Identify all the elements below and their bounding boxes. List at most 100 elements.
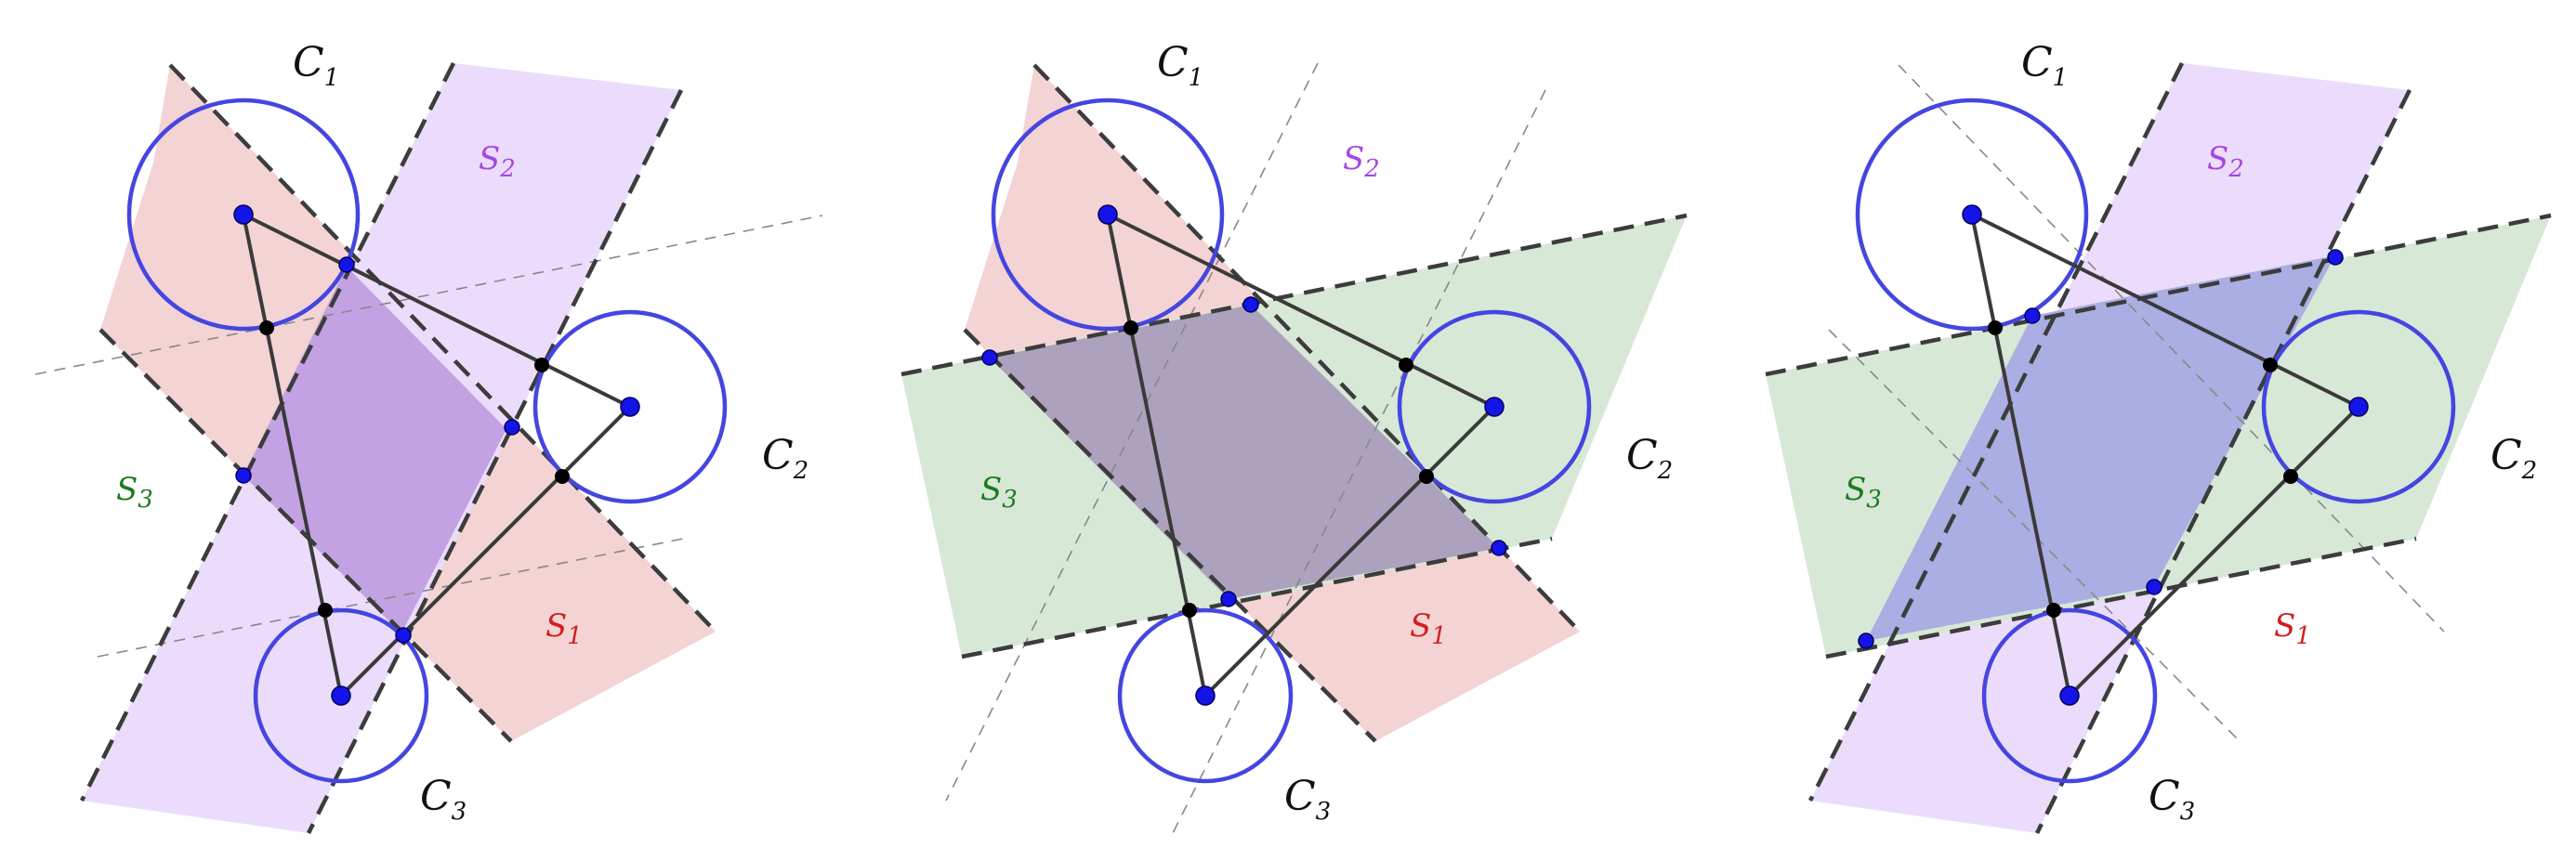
label-s3: S3: [116, 471, 153, 514]
label-c1-main: C: [293, 39, 324, 86]
label-s3: S3: [1845, 471, 1882, 514]
strip-s3-boundary-2: [1825, 536, 2417, 659]
triangle: [1970, 213, 2360, 698]
strip-s2-boundary-1: [306, 88, 684, 835]
label-c3-main: C: [1284, 773, 1316, 820]
label-s3-main: S: [980, 471, 1002, 508]
center-point-c3: [1195, 685, 1216, 706]
blue-point-3: [2146, 579, 2162, 595]
black-point-3: [2283, 469, 2298, 484]
blue-point-4: [235, 467, 252, 484]
center-point-c1: [233, 204, 254, 225]
label-c1: C1: [2021, 39, 2068, 92]
circle-c1: [1855, 98, 2089, 332]
center-point-c3: [2059, 685, 2080, 706]
black-point-1: [1988, 320, 2003, 335]
label-s2-main: S: [1343, 140, 1364, 177]
black-point-4: [2046, 603, 2061, 618]
label-c3: C3: [1284, 773, 1331, 826]
circle-c1: [126, 98, 361, 332]
triangle: [242, 213, 632, 698]
blue-point-3: [1491, 540, 1507, 556]
label-c2-sub: 2: [793, 457, 809, 485]
black-point-2: [2263, 358, 2278, 372]
label-c3-sub: 3: [2180, 798, 2196, 826]
center-point-c3: [331, 685, 351, 706]
thin-guide-line-1: [34, 215, 823, 375]
black-point-3: [555, 469, 570, 484]
label-c2-main: C: [762, 432, 794, 479]
thin-guide-line-2: [97, 538, 684, 658]
blue-point-2: [504, 419, 520, 436]
label-s1-sub: 1: [567, 622, 583, 650]
strip-s1-boundary-1: [1032, 63, 1582, 633]
label-c2: C2: [1626, 432, 1673, 485]
black-point-1: [259, 320, 274, 335]
label-s1: S1: [1410, 607, 1447, 650]
blue-point-1: [2024, 307, 2041, 324]
label-c1: C1: [1157, 39, 1203, 92]
label-s2: S2: [1343, 140, 1380, 183]
label-s1: S1: [2274, 607, 2311, 650]
label-s1-sub: 1: [1431, 622, 1447, 650]
label-s1-main: S: [1410, 607, 1431, 645]
thin-guide-line-2: [1172, 89, 1546, 834]
label-c3-sub: 3: [1316, 798, 1332, 826]
center-point-c1: [1097, 204, 1118, 225]
label-s2-main: S: [2207, 140, 2228, 177]
label-c3: C3: [2149, 773, 2195, 826]
label-s3: S3: [980, 471, 1018, 514]
strip-s2-boundary-2: [79, 61, 456, 802]
thin-guide-line-1: [945, 62, 1319, 802]
strip-s1-boundary-2: [99, 328, 513, 743]
center-point-c2: [2348, 397, 2369, 417]
label-c2-main: C: [2491, 432, 2522, 479]
black-point-4: [318, 603, 333, 618]
blue-point-1: [981, 349, 998, 366]
label-s3-main: S: [1845, 471, 1866, 508]
label-c3-sub: 3: [452, 798, 467, 826]
black-point-4: [1182, 603, 1197, 618]
circle-c1: [991, 98, 1225, 332]
center-point-c2: [620, 397, 640, 417]
circle-c2: [1397, 309, 1592, 504]
blue-point-2: [1242, 296, 1259, 313]
blue-point-4: [1858, 633, 1874, 649]
circle-c2: [532, 309, 728, 504]
label-s1-sub: 1: [2295, 622, 2311, 650]
label-s1: S1: [545, 607, 583, 650]
label-s2-sub: 2: [499, 155, 516, 183]
label-s1-main: S: [545, 607, 567, 645]
label-s2: S2: [479, 140, 516, 183]
strip-s3-boundary-1: [1765, 213, 2552, 377]
strip-s1-boundary-1: [168, 63, 717, 633]
black-point-1: [1124, 320, 1138, 335]
label-c1-sub: 1: [1189, 64, 1204, 92]
label-s3-sub: 3: [1866, 486, 1882, 514]
label-s3-main: S: [116, 471, 138, 508]
circle-c2: [2261, 309, 2456, 504]
label-s3-sub: 3: [1002, 486, 1018, 514]
label-s3-sub: 3: [138, 486, 153, 514]
label-c2: C2: [2491, 432, 2537, 485]
label-c1-main: C: [2021, 39, 2053, 86]
label-s1-main: S: [2274, 607, 2295, 645]
circle-c3: [253, 607, 429, 784]
blue-point-3: [395, 627, 412, 644]
blue-point-1: [338, 256, 355, 273]
blue-point-2: [2327, 249, 2344, 266]
label-c3-main: C: [420, 773, 452, 820]
label-c1-main: C: [1157, 39, 1189, 86]
center-point-c2: [1484, 397, 1505, 417]
strip-overlap-region: [243, 267, 506, 633]
center-point-c1: [1962, 204, 1982, 225]
strip-s1-boundary-2: [963, 328, 1377, 743]
label-c3: C3: [420, 773, 467, 826]
label-s2-main: S: [479, 140, 500, 177]
label-c1-sub: 1: [324, 64, 340, 92]
thin-guide-line-1: [1898, 64, 2445, 633]
